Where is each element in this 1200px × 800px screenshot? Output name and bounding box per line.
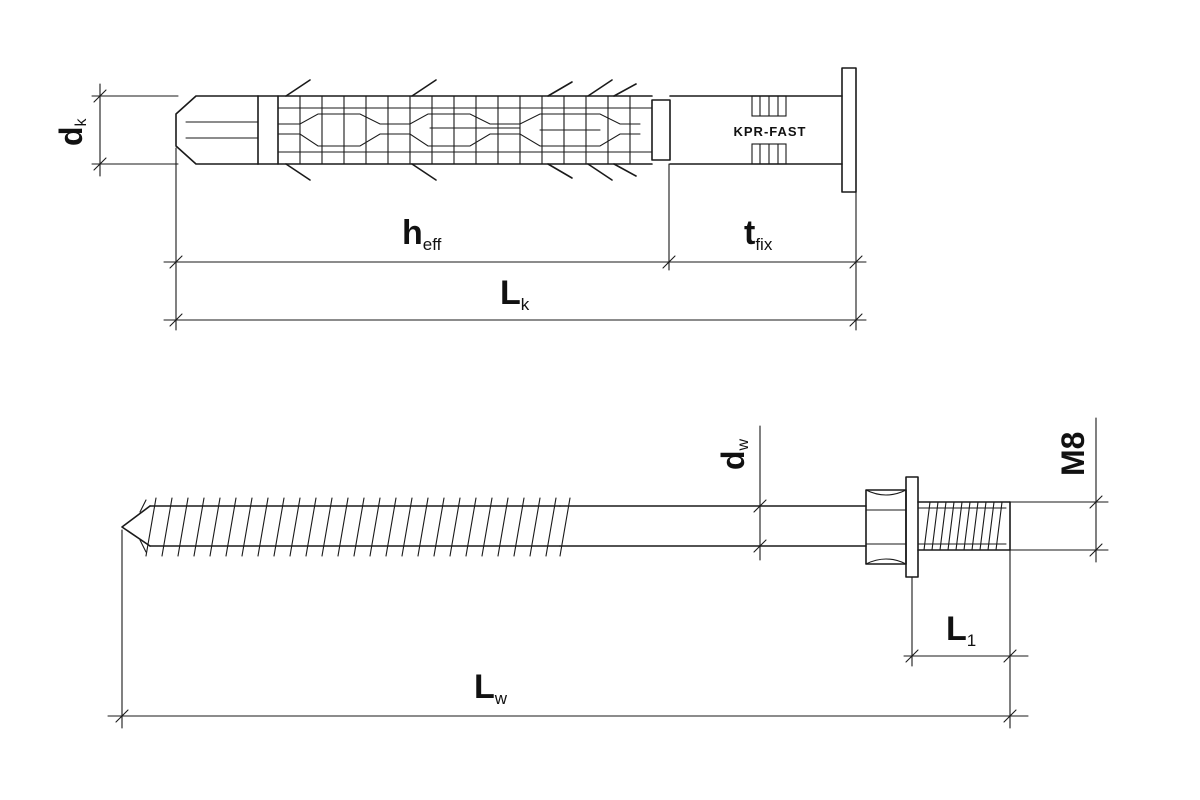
dimension-lw: Lw <box>107 668 1029 723</box>
dim-heff-sub: eff <box>423 235 442 254</box>
dim-heff-main: h <box>402 214 423 252</box>
screw-tip <box>121 505 151 547</box>
dim-dw-main: d <box>715 450 751 470</box>
hanger-screw: dw M8 L1 <box>107 417 1109 729</box>
dimension-lk: Lk <box>163 274 867 327</box>
dim-tfix-sub: fix <box>755 235 773 254</box>
dimension-dw: dw <box>715 425 767 561</box>
screw-washer <box>905 476 919 578</box>
dimension-heff-tfix: heff tfix <box>163 214 867 269</box>
anchor-collar <box>651 99 671 161</box>
brand-label: KPR-FAST <box>734 124 807 139</box>
dimension-dk: dk <box>53 83 179 177</box>
dim-m8-label: M8 <box>1055 432 1091 476</box>
dim-l1-sub: 1 <box>967 631 976 650</box>
svg-text:Lw: Lw <box>474 668 508 708</box>
anchor-shank: KPR-FAST <box>669 95 843 165</box>
dim-lk-main: L <box>500 274 521 312</box>
svg-text:L1: L1 <box>946 610 976 650</box>
svg-text:Lk: Lk <box>500 274 530 314</box>
svg-text:dk: dk <box>53 117 90 146</box>
dim-dw-sub: w <box>735 438 752 451</box>
screw-shank <box>559 505 867 547</box>
svg-text:dw: dw <box>715 438 752 470</box>
dim-dk-sub: k <box>73 117 90 126</box>
anchor-head <box>841 67 857 193</box>
screw-wood-thread <box>139 497 571 557</box>
svg-text:tfix: tfix <box>744 214 773 254</box>
dim-tfix-main: t <box>744 214 755 252</box>
screw-metric-thread <box>917 501 1011 551</box>
dim-l1-main: L <box>946 610 967 648</box>
dimension-l1: L1 <box>903 610 1029 663</box>
dimension-m8: M8 <box>1009 417 1109 563</box>
dim-lk-sub: k <box>521 295 530 314</box>
dim-lw-sub: w <box>494 689 508 708</box>
svg-text:heff: heff <box>402 214 442 254</box>
frame-anchor: KPR-FAST dk heff <box>53 67 867 331</box>
dim-dk-main: d <box>53 126 89 146</box>
anchor-nose <box>175 95 259 165</box>
dim-lw-main: L <box>474 668 495 706</box>
screw-hex-nut <box>865 489 907 565</box>
anchor-expansion-sleeve <box>257 79 653 181</box>
